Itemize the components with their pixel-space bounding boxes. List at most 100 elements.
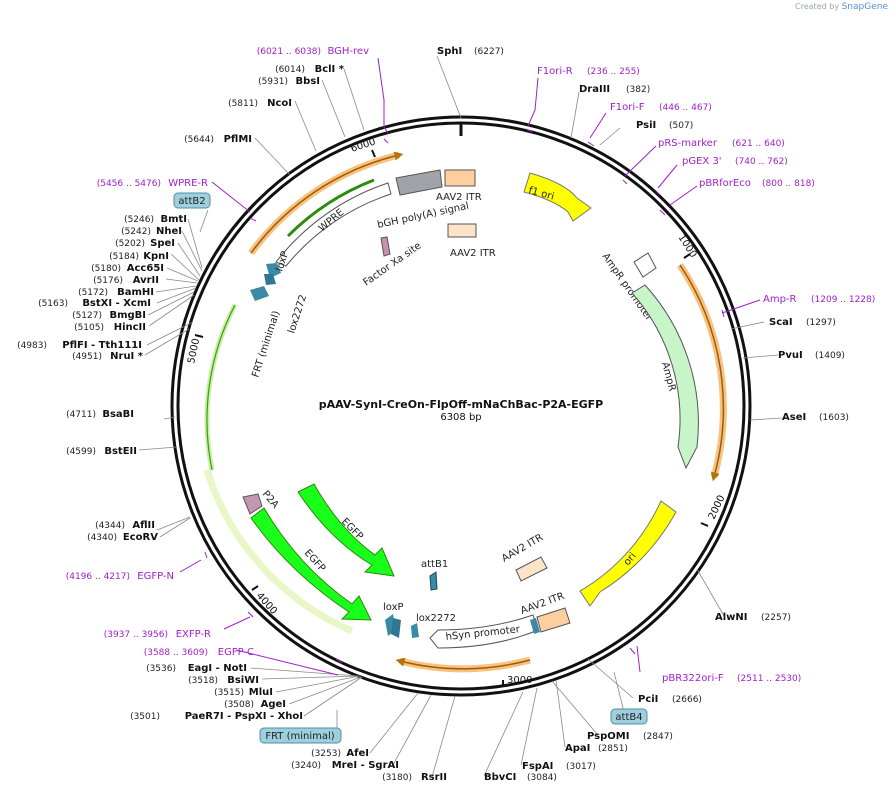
- primer-prs-marker[interactable]: pRS-marker: [658, 138, 718, 149]
- feature-ori: ori: [579, 500, 677, 607]
- badge-frt-minimal[interactable]: FRT (minimal): [259, 727, 342, 744]
- enzyme-bstxi-xcmi[interactable]: BstXI - XcmI: [82, 298, 151, 309]
- enzyme-eagi-noti[interactable]: EagI - NotI: [188, 663, 247, 674]
- primer-bgh-rev[interactable]: BGH-rev: [327, 46, 369, 57]
- enzyme-rsrii[interactable]: RsrII: [421, 772, 447, 783]
- enzyme-ecorv[interactable]: EcoRV: [123, 532, 158, 543]
- primer-pbr322ori-f-pos: (2511 .. 2530): [737, 674, 801, 684]
- enzyme-avrii[interactable]: AvrII: [133, 275, 159, 286]
- watermark-prefix: Created by: [795, 2, 840, 11]
- enzyme-afei[interactable]: AfeI: [346, 748, 369, 759]
- enzyme-bsteii-pos: (4599): [66, 447, 96, 457]
- enzyme-bmgbi-pos: (5127): [72, 311, 102, 321]
- enzyme-paer7i-pspxi-xhoi[interactable]: PaeR7I - PspXI - XhoI: [185, 711, 303, 722]
- enzyme-bsabi-pos: (4711): [66, 410, 96, 420]
- primer-amp-r-pos: (1209 .. 1228): [811, 295, 875, 305]
- snapgene-watermark: Created by SnapGene: [795, 2, 888, 12]
- enzyme-acc65i-pos: (5180): [91, 264, 121, 274]
- plasmid-length: 6308 bp: [440, 412, 481, 423]
- primer-pbrforeco[interactable]: pBRforEco: [699, 178, 751, 189]
- enzyme-pflfi-tth111i[interactable]: PflFI - Tth111I: [62, 340, 142, 351]
- enzyme-pcii[interactable]: PciI: [638, 694, 658, 705]
- enzyme-psii[interactable]: PsiI: [636, 120, 656, 131]
- primer-egfp-n[interactable]: EGFP-N: [137, 571, 174, 582]
- enzyme-mlui[interactable]: MluI: [249, 687, 273, 698]
- label-loxp-bottom: loxP: [383, 602, 404, 613]
- enzyme-bamhi[interactable]: BamHI: [117, 287, 154, 298]
- enzyme-spei[interactable]: SpeI: [150, 238, 175, 249]
- ruler-5000: 5000: [186, 337, 202, 364]
- label-p2a: P2A: [260, 489, 281, 511]
- orf-tracks: [203, 151, 727, 673]
- primer-f1ori-r[interactable]: F1ori-R: [537, 66, 573, 77]
- ruler-3000: 3000: [507, 675, 532, 686]
- enzyme-mrei-sgrai[interactable]: MreI - SgrAI: [332, 760, 399, 771]
- enzyme-scai-pos: (1297): [806, 318, 836, 328]
- label-factor-xa: Factor Xa site: [361, 240, 423, 288]
- primer-f1ori-f[interactable]: F1ori-F: [610, 102, 645, 113]
- enzyme-pvui[interactable]: PvuI: [778, 350, 803, 361]
- enzyme-bstxi-xcmi-pos: (5163): [38, 299, 68, 309]
- primer-pbr322ori-f[interactable]: pBR322ori-F: [662, 673, 724, 684]
- badge-attb4-label: attB4: [615, 712, 642, 723]
- enzyme-bbvci[interactable]: BbvCI: [484, 772, 516, 783]
- primer-pbrforeco-pos: (800 .. 818): [762, 179, 815, 189]
- enzyme-bmti[interactable]: BmtI: [160, 214, 187, 225]
- enzyme-bmgbi[interactable]: BmgBI: [109, 310, 146, 321]
- enzyme-bcli[interactable]: BclI *: [315, 64, 345, 75]
- enzyme-nrui-pos: (4951): [72, 352, 102, 362]
- primer-wpre-r[interactable]: WPRE-R: [168, 178, 208, 189]
- primer-pgex3-pos: (740 .. 762): [735, 157, 788, 167]
- enzyme-scai[interactable]: ScaI: [769, 317, 793, 328]
- enzyme-pflmi[interactable]: PflMI: [224, 134, 252, 145]
- enzyme-rsrii-pos: (3180): [382, 773, 412, 783]
- enzyme-avrii-pos: (5176): [93, 276, 123, 286]
- enzyme-nrui[interactable]: NruI *: [110, 351, 144, 362]
- badge-attb4[interactable]: attB4: [610, 708, 648, 725]
- enzyme-draiii-pos: (382): [626, 85, 650, 95]
- enzyme-apai[interactable]: ApaI: [565, 743, 590, 754]
- enzyme-acc65i[interactable]: Acc65I: [127, 263, 164, 274]
- enzyme-pcii-pos: (2666): [672, 695, 702, 705]
- enzyme-alwni[interactable]: AlwNI: [715, 612, 748, 623]
- enzyme-fspai-pos: (3017): [566, 762, 596, 772]
- feature-attb1: attB1: [421, 559, 448, 591]
- enzyme-bbsi[interactable]: BbsI: [296, 76, 320, 87]
- primer-pgex3[interactable]: pGEX 3': [682, 156, 722, 167]
- enzyme-mlui-pos: (3515): [214, 688, 244, 698]
- badge-attb2[interactable]: attB2: [173, 192, 211, 209]
- enzyme-bsiwi[interactable]: BsiWI: [227, 675, 259, 686]
- label-aav-itr-top: AAV2 ITR: [436, 192, 482, 203]
- leader-lines: [138, 55, 783, 778]
- primer-amp-r[interactable]: Amp-R: [763, 294, 797, 305]
- enzyme-fspai[interactable]: FspAI: [522, 761, 553, 772]
- enzyme-pspomi[interactable]: PspOMI: [587, 731, 629, 742]
- enzyme-sphi[interactable]: SphI: [437, 46, 462, 57]
- enzyme-nhei-pos: (5242): [121, 227, 151, 237]
- feature-aav-itr-top2: [447, 223, 477, 238]
- primer-egfp-c[interactable]: EGFP-C: [218, 647, 254, 658]
- enzyme-hincii[interactable]: HincII: [114, 322, 146, 333]
- enzyme-kpni-pos: (5184): [109, 252, 139, 262]
- feature-aav-itr-mid: [515, 556, 548, 582]
- enzyme-ncoi[interactable]: NcoI: [267, 98, 292, 109]
- enzyme-asei[interactable]: AseI: [782, 412, 806, 423]
- enzyme-agei[interactable]: AgeI: [261, 699, 286, 710]
- feature-lox-small: [530, 618, 540, 634]
- enzyme-bmti-pos: (5246): [124, 215, 154, 225]
- enzyme-nhei[interactable]: NheI: [156, 226, 182, 237]
- enzyme-aflii[interactable]: AflII: [132, 520, 155, 531]
- enzyme-kpni[interactable]: KpnI: [143, 251, 169, 262]
- enzyme-bsteii[interactable]: BstEII: [104, 446, 137, 457]
- enzyme-draiii[interactable]: DraIII: [579, 84, 610, 95]
- primer-exfp-r-pos: (3937 .. 3956): [104, 630, 168, 640]
- primer-exfp-r[interactable]: EXFP-R: [176, 629, 211, 640]
- enzyme-bsabi[interactable]: BsaBI: [102, 409, 134, 420]
- enzyme-bbvci-pos: (3084): [527, 773, 557, 783]
- badge-frt-minimal-label: FRT (minimal): [265, 731, 334, 742]
- enzyme-eagi-noti-pos: (3536): [146, 664, 176, 674]
- primer-bgh-rev-pos: (6021 .. 6038): [257, 47, 321, 57]
- enzyme-pflfi-tth111i-pos: (4983): [17, 341, 47, 351]
- enzyme-pvui-pos: (1409): [815, 351, 845, 361]
